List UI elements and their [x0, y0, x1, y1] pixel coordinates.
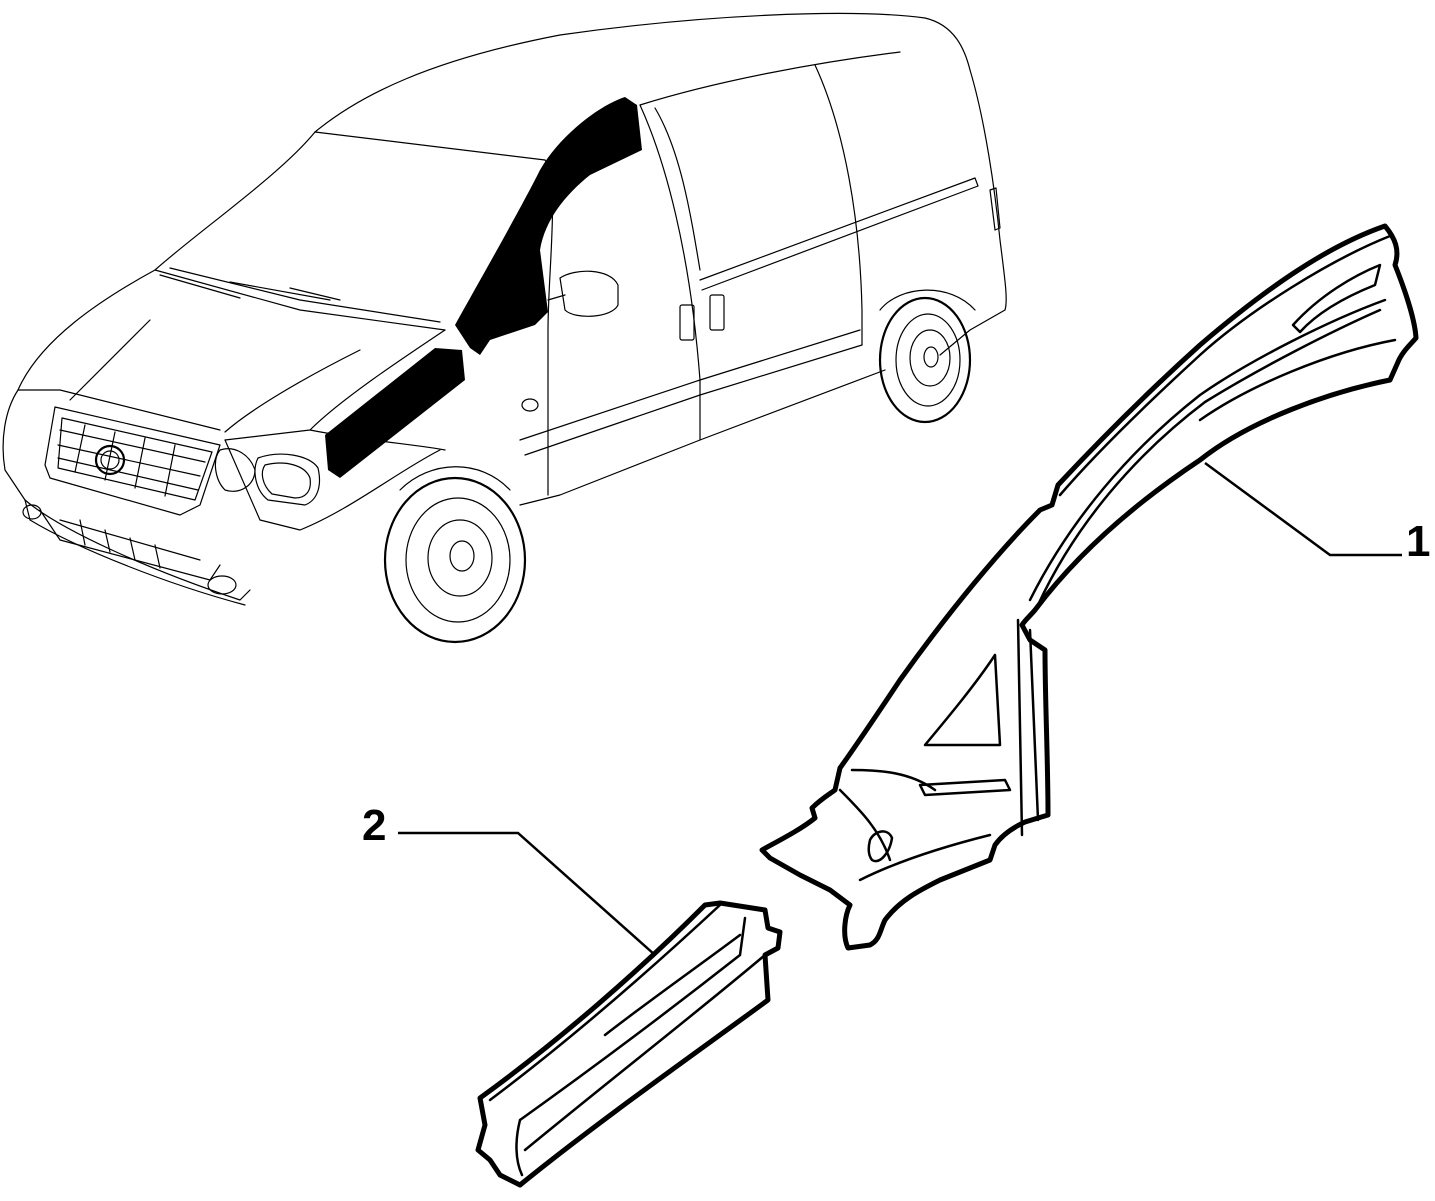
callout-label-1: 1	[1406, 517, 1431, 566]
part-1-a-pillar	[759, 223, 1419, 951]
van-illustration	[2, 12, 1007, 644]
leader-line-1	[1204, 461, 1402, 557]
leader-line-2	[398, 831, 656, 956]
callout-label-2: 2	[362, 801, 387, 850]
highlighted-a-pillar	[455, 97, 642, 355]
highlighted-lower-reinforcement	[325, 348, 465, 478]
part-2-lower-reinforcement	[475, 900, 783, 1188]
